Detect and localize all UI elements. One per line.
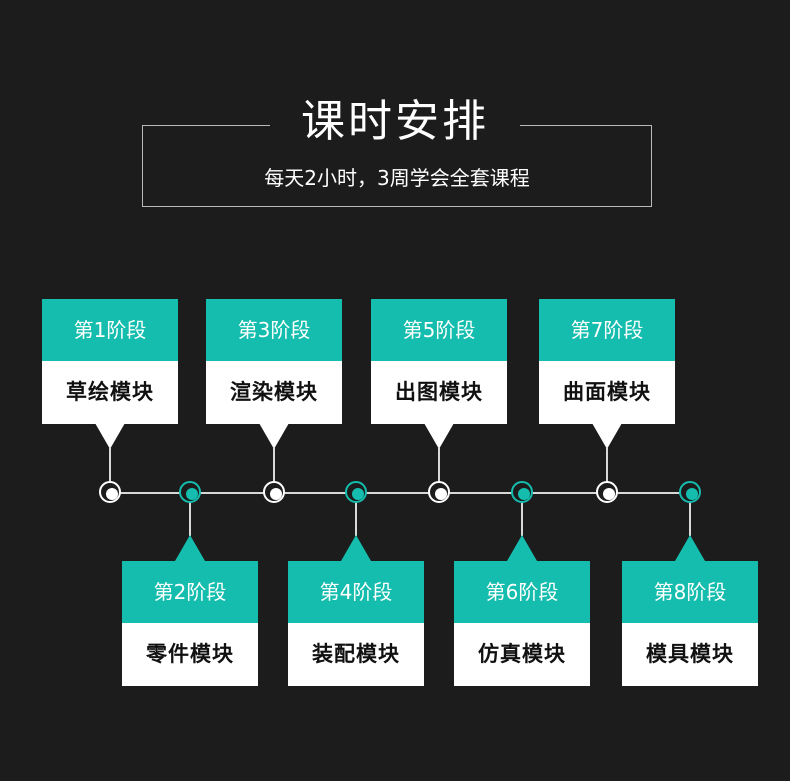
stage-card-4: 第4阶段 装配模块 (288, 561, 424, 686)
stem-4 (355, 492, 357, 536)
module-label: 渲染模块 (206, 361, 342, 424)
stage-label: 第7阶段 (539, 299, 675, 361)
timeline-node-2 (179, 481, 201, 503)
stem-3 (273, 448, 275, 492)
module-label: 装配模块 (288, 623, 424, 686)
card-pointer-2 (175, 535, 205, 561)
stage-label: 第2阶段 (122, 561, 258, 623)
card-pointer-8 (675, 535, 705, 561)
card-pointer-7 (592, 423, 622, 449)
stem-1 (109, 448, 111, 492)
stage-card-1: 第1阶段 草绘模块 (42, 299, 178, 424)
timeline-node-4 (345, 481, 367, 503)
stage-label: 第4阶段 (288, 561, 424, 623)
stem-5 (438, 448, 440, 492)
module-label: 模具模块 (622, 623, 758, 686)
module-label: 仿真模块 (454, 623, 590, 686)
module-label: 出图模块 (371, 361, 507, 424)
card-pointer-4 (341, 535, 371, 561)
timeline-node-1 (99, 481, 121, 503)
stage-card-3: 第3阶段 渲染模块 (206, 299, 342, 424)
stem-8 (689, 492, 691, 536)
module-label: 零件模块 (122, 623, 258, 686)
module-label: 曲面模块 (539, 361, 675, 424)
stage-label: 第6阶段 (454, 561, 590, 623)
timeline-node-8 (679, 481, 701, 503)
stage-card-2: 第2阶段 零件模块 (122, 561, 258, 686)
stage-label: 第8阶段 (622, 561, 758, 623)
card-pointer-1 (95, 423, 125, 449)
timeline-node-3 (263, 481, 285, 503)
stage-card-6: 第6阶段 仿真模块 (454, 561, 590, 686)
timeline-node-7 (596, 481, 618, 503)
timeline-line (110, 491, 690, 494)
stage-label: 第3阶段 (206, 299, 342, 361)
card-pointer-5 (424, 423, 454, 449)
module-label: 草绘模块 (42, 361, 178, 424)
card-pointer-6 (507, 535, 537, 561)
page-subtitle: 每天2小时，3周学会全套课程 (264, 166, 530, 190)
stage-card-5: 第5阶段 出图模块 (371, 299, 507, 424)
card-pointer-3 (259, 423, 289, 449)
stem-2 (189, 492, 191, 536)
stage-card-8: 第8阶段 模具模块 (622, 561, 758, 686)
timeline-node-6 (511, 481, 533, 503)
stem-6 (521, 492, 523, 536)
stage-label: 第1阶段 (42, 299, 178, 361)
stem-7 (606, 448, 608, 492)
stage-card-7: 第7阶段 曲面模块 (539, 299, 675, 424)
stage-label: 第5阶段 (371, 299, 507, 361)
timeline-node-5 (428, 481, 450, 503)
page-title: 课时安排 (270, 92, 520, 152)
